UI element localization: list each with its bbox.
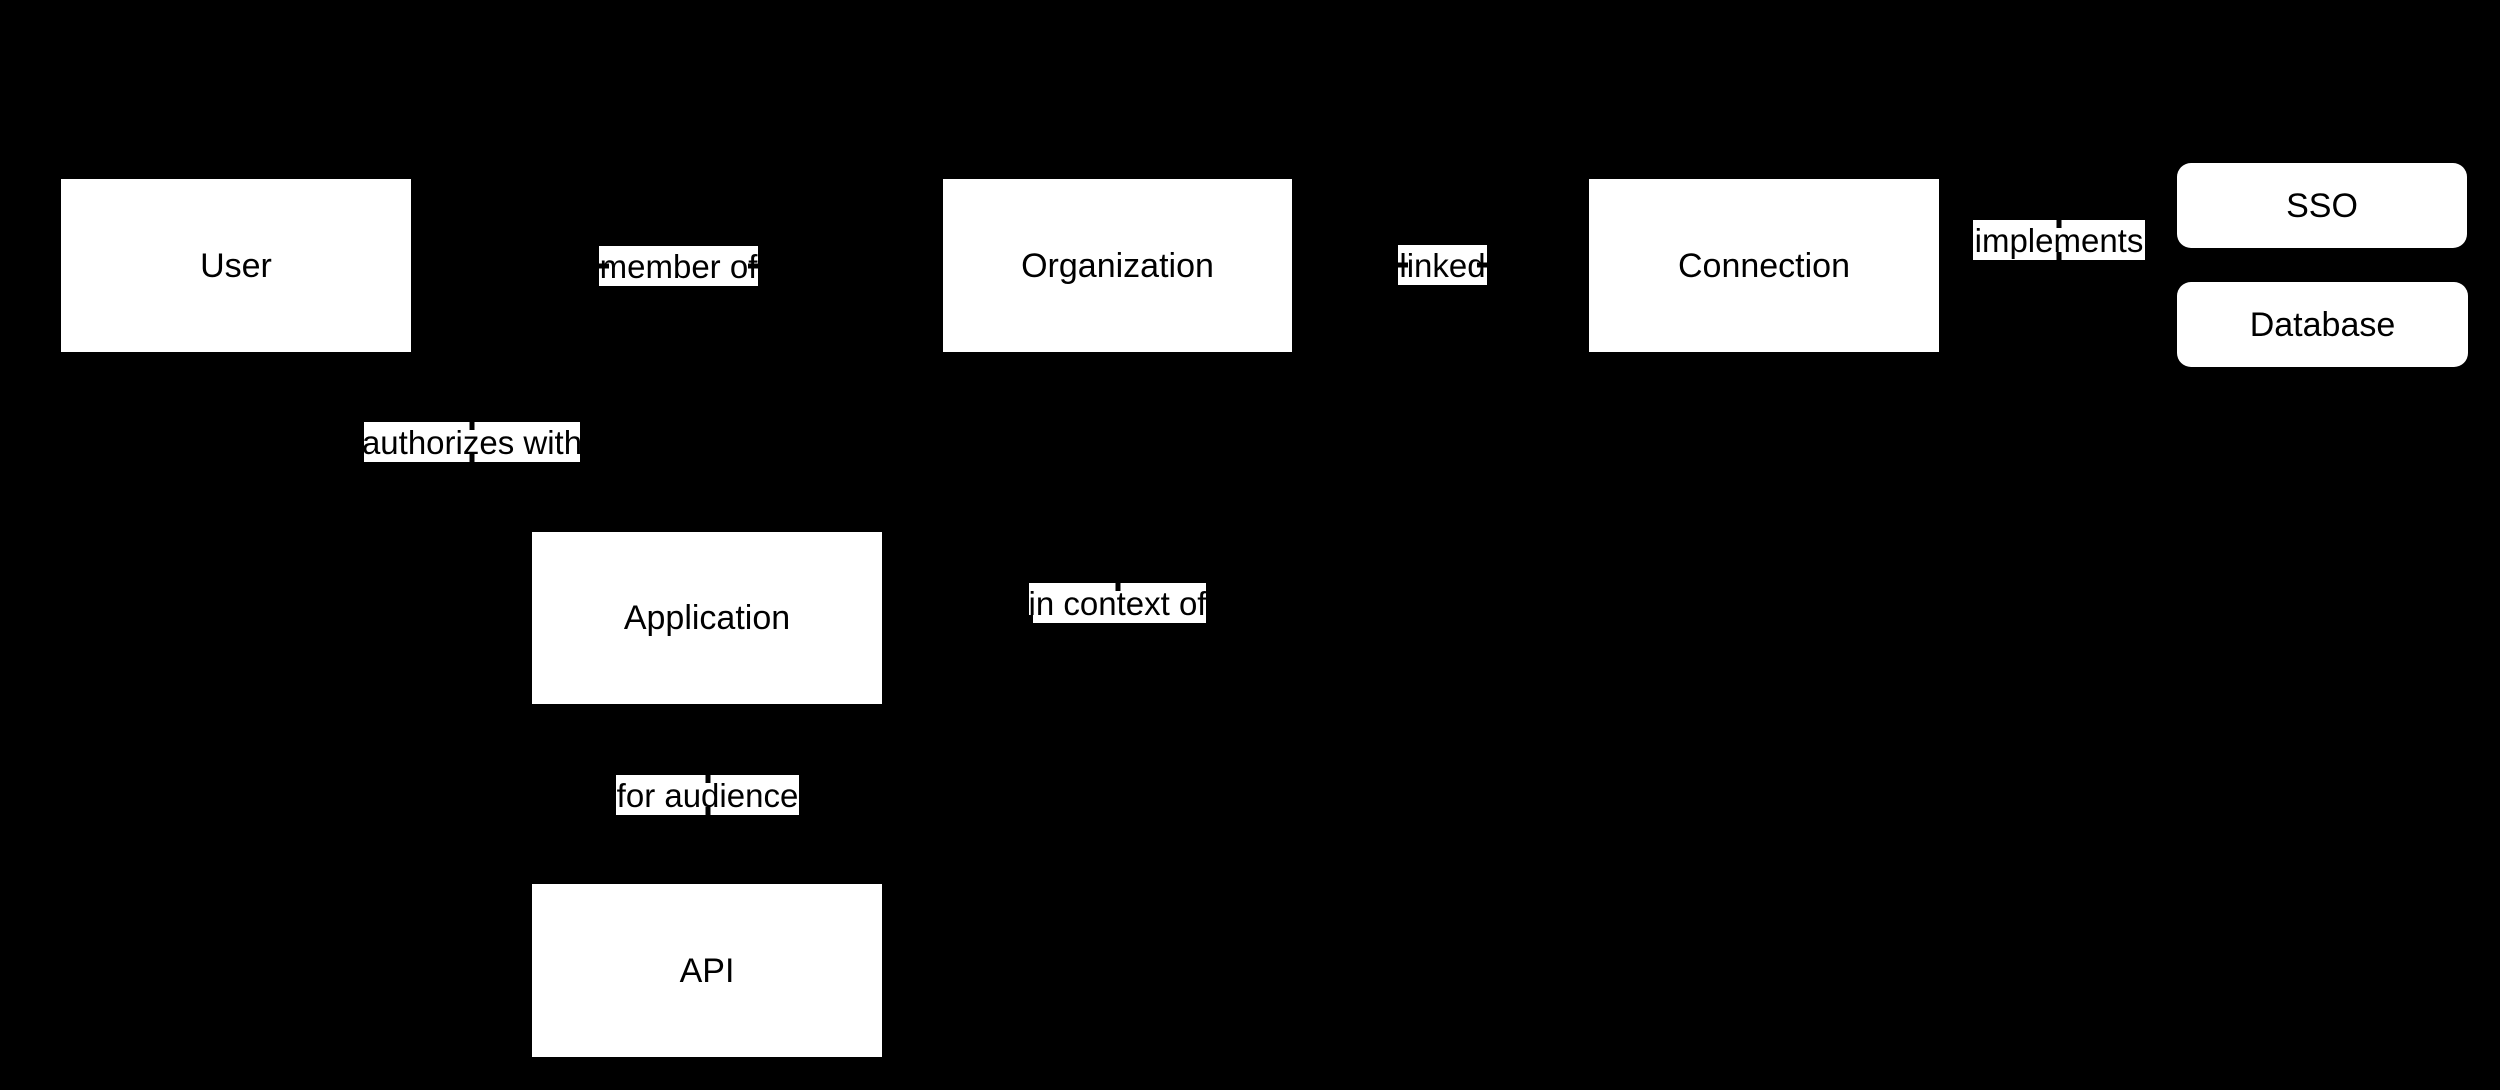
edge-label-in-context-of: in context of <box>1029 583 1206 623</box>
edge-line-tick <box>2056 252 2062 260</box>
edge-label-for-audience-text: for audience <box>616 776 799 814</box>
edge-label-member-of: member of <box>599 246 758 286</box>
node-connection-label: Connection <box>1677 246 1850 285</box>
edge-line-tick <box>469 454 475 462</box>
edge-line-tick <box>705 807 710 815</box>
edge-line-tick <box>1029 615 1033 623</box>
edge-line-tick <box>1115 583 1120 591</box>
edge-label-implements-text: implements <box>1974 221 2144 259</box>
edge-label-in-context-of-text: in context of <box>1028 584 1207 622</box>
node-application: Application <box>532 532 882 704</box>
edge-label-authorizes-with: authorizes with <box>361 422 583 462</box>
edge-label-for-audience: for audience <box>616 775 799 815</box>
node-user: User <box>61 179 411 352</box>
node-organization: Organization <box>943 179 1292 352</box>
node-api: API <box>532 884 882 1057</box>
edge-line-tick <box>748 263 758 269</box>
edge-line-tick <box>1477 262 1487 268</box>
node-database: Database <box>2177 282 2468 367</box>
node-sso: SSO <box>2177 163 2467 248</box>
node-api-label: API <box>679 951 735 990</box>
edge-line-tick <box>1398 262 1408 268</box>
node-database-label: Database <box>2249 305 2396 344</box>
edge-line-tick <box>599 263 609 269</box>
edge-line-tick <box>469 422 475 430</box>
node-organization-label: Organization <box>1021 246 1214 285</box>
node-sso-label: SSO <box>2286 186 2358 225</box>
edge-label-linked: linked <box>1398 245 1487 285</box>
edge-label-linked-text: linked <box>1399 246 1486 284</box>
node-user-label: User <box>200 246 272 285</box>
node-application-label: Application <box>623 599 791 637</box>
edge-line-tick <box>2056 220 2062 228</box>
edge-label-implements: implements <box>1973 220 2145 260</box>
node-connection: Connection <box>1589 179 1939 352</box>
edge-line-tick <box>705 775 710 783</box>
edge-label-authorizes-with-text: authorizes with <box>361 423 583 461</box>
edge-label-member-of-text: member of <box>599 247 758 285</box>
